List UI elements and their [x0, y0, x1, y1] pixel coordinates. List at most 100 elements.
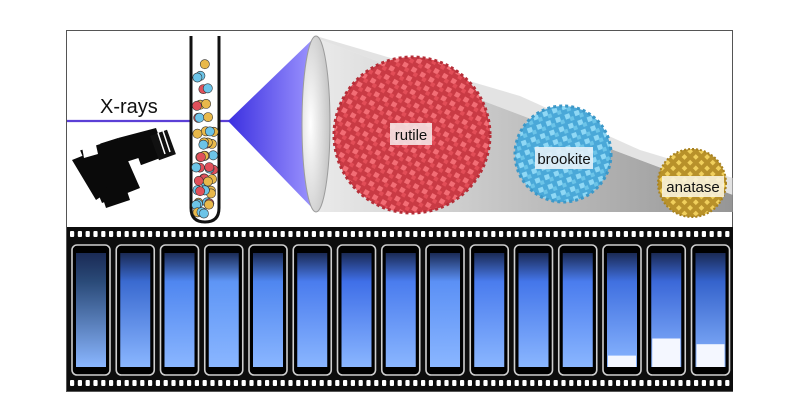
sprocket-hole: [187, 380, 192, 386]
sediment: [608, 355, 636, 367]
sprocket-hole: [475, 380, 480, 386]
sprocket-hole: [257, 380, 262, 386]
sprocket-hole: [460, 231, 465, 237]
sprocket-hole: [436, 231, 441, 237]
sprocket-hole: [647, 380, 652, 386]
sprocket-hole: [85, 231, 90, 237]
sprocket-hole: [202, 231, 207, 237]
sprocket-hole: [327, 380, 332, 386]
sprocket-hole: [241, 380, 246, 386]
sprocket-hole: [584, 231, 589, 237]
sprocket-hole: [155, 380, 160, 386]
sprocket-hole: [413, 231, 418, 237]
sprocket-hole: [569, 380, 574, 386]
sprocket-hole: [304, 231, 309, 237]
sprocket-hole: [499, 380, 504, 386]
sprocket-hole: [296, 380, 301, 386]
sprocket-hole: [210, 231, 215, 237]
sprocket-hole: [506, 380, 511, 386]
sprocket-hole: [561, 231, 566, 237]
sprocket-hole: [545, 380, 550, 386]
sprocket-hole: [655, 380, 660, 386]
sprocket-hole: [226, 231, 231, 237]
sprocket-hole: [678, 380, 683, 386]
tube-particle: [192, 72, 203, 83]
sprocket-hole: [358, 231, 363, 237]
sprocket-hole: [405, 231, 410, 237]
sprocket-hole: [701, 231, 706, 237]
sprocket-hole: [600, 380, 605, 386]
sprocket-hole: [538, 231, 543, 237]
sprocket-hole: [124, 231, 129, 237]
sprocket-hole: [483, 231, 488, 237]
tube-particle: [194, 112, 205, 123]
sprocket-hole: [678, 231, 683, 237]
sprocket-hole: [366, 380, 371, 386]
sprocket-hole: [194, 380, 199, 386]
sprocket-hole: [280, 231, 285, 237]
sprocket-hole: [382, 231, 387, 237]
film-frame: [380, 244, 421, 376]
sprocket-hole: [218, 380, 223, 386]
tube-particle: [203, 199, 214, 210]
sprocket-hole: [77, 231, 82, 237]
sprocket-hole: [194, 231, 199, 237]
anatase-label-box: [662, 176, 724, 197]
sprocket-hole: [155, 231, 160, 237]
brookite-edge: [513, 104, 613, 204]
sprocket-hole: [101, 380, 106, 386]
tube-particle: [199, 59, 210, 70]
sprocket-hole: [218, 231, 223, 237]
sprocket-hole: [647, 231, 652, 237]
sprocket-hole: [374, 231, 379, 237]
film-frame: [292, 244, 333, 376]
sprocket-hole: [179, 380, 184, 386]
sprocket-hole: [436, 380, 441, 386]
sprocket-hole: [709, 380, 714, 386]
sprocket-hole: [163, 231, 168, 237]
sprocket-hole: [116, 231, 121, 237]
sprocket-hole: [311, 380, 316, 386]
sprocket-hole: [249, 380, 254, 386]
sprocket-hole: [272, 231, 277, 237]
sprocket-hole: [421, 231, 426, 237]
sprocket-hole: [319, 380, 324, 386]
sprocket-hole: [350, 231, 355, 237]
rutile-label: rutile: [395, 127, 428, 144]
sprocket-hole: [132, 380, 137, 386]
brookite-label: brookite: [537, 151, 590, 168]
sprocket-hole: [335, 380, 340, 386]
film-frame: [115, 244, 156, 376]
sprocket-hole: [686, 231, 691, 237]
sprocket-hole: [265, 380, 270, 386]
sprocket-hole: [85, 380, 90, 386]
xray-scatter-cone: [228, 36, 316, 212]
sprocket-hole: [109, 231, 114, 237]
sprocket-hole: [319, 231, 324, 237]
sprocket-hole: [187, 231, 192, 237]
sprocket-hole: [413, 380, 418, 386]
sprocket-hole: [171, 231, 176, 237]
rutile-label-box: [390, 123, 432, 145]
sprocket-hole: [522, 231, 527, 237]
sprocket-hole: [530, 231, 535, 237]
sprocket-hole: [475, 231, 480, 237]
tube-particle: [198, 208, 209, 219]
anatase-label: anatase: [666, 179, 719, 196]
sprocket-hole: [725, 231, 730, 237]
sprocket-hole: [616, 380, 621, 386]
tube-particle: [202, 176, 213, 187]
sprocket-hole: [335, 231, 340, 237]
tube-particle: [195, 152, 206, 162]
sprocket-hole: [694, 380, 699, 386]
sprocket-hole: [499, 231, 504, 237]
sprocket-hole: [655, 231, 660, 237]
sprocket-hole: [163, 380, 168, 386]
sprocket-hole: [514, 380, 519, 386]
sprocket-hole: [717, 380, 722, 386]
sprocket-hole: [296, 231, 301, 237]
sediment: [696, 344, 725, 367]
sprocket-hole: [343, 231, 348, 237]
sprocket-hole: [210, 380, 215, 386]
tube-particle: [201, 99, 211, 109]
